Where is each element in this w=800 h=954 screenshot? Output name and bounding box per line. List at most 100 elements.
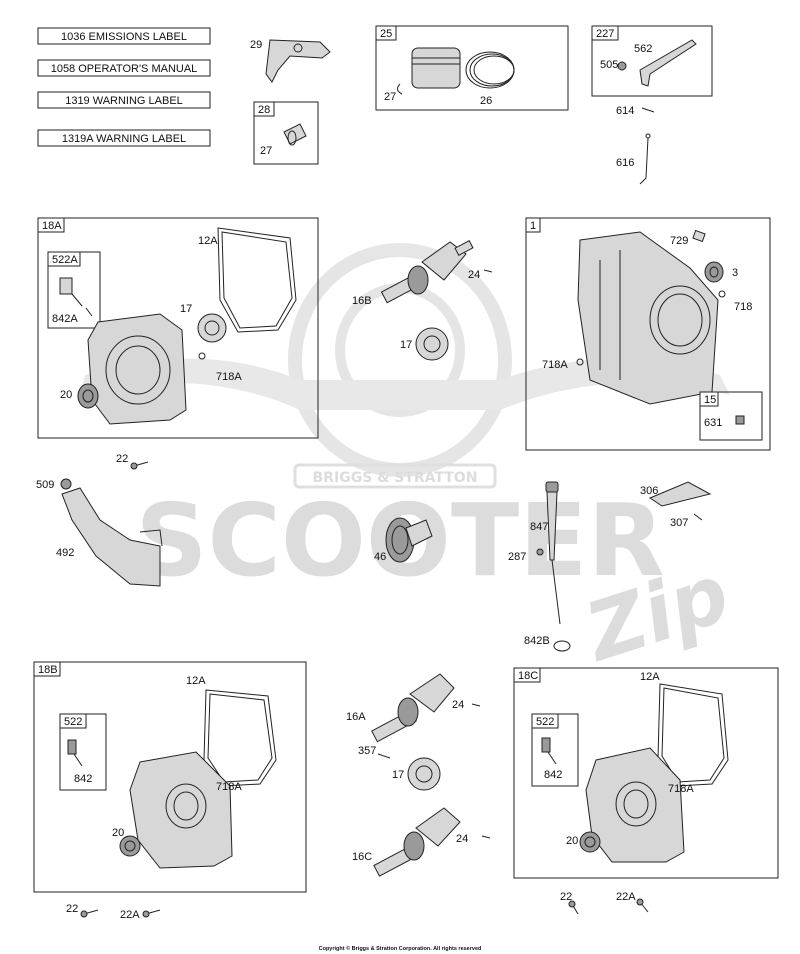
- group-1-tag: 1: [530, 220, 536, 232]
- part-16c-crankshaft: 24 16C: [352, 807, 491, 877]
- callout-718a-18a: 718A: [216, 371, 242, 383]
- callout-718a-cyl: 718A: [542, 359, 568, 371]
- part-616-link: 616: [616, 133, 651, 185]
- group-522b: 522 842: [59, 713, 107, 791]
- callout-17-mid: 17: [400, 339, 412, 351]
- part-22-bolt-br: 22: [560, 891, 579, 915]
- callout-12a-18c: 12A: [640, 671, 660, 683]
- part-16a-crankshaft: 16A 24: [346, 673, 481, 743]
- group-18b: 18B 522 842 12A 718A 20: [33, 661, 307, 893]
- part-17-bearing-low: 17: [392, 757, 441, 791]
- doc-label-1319-text: 1319 WARNING LABEL: [65, 95, 183, 107]
- callout-22-top: 22: [116, 453, 128, 465]
- part-357-key: 357: [358, 745, 391, 759]
- part-492-shroud: 492: [56, 487, 163, 587]
- group-28-pin: 28 27: [253, 101, 319, 165]
- callout-17-18a: 17: [180, 303, 192, 315]
- group-25-piston: 25 27 26: [375, 25, 569, 111]
- callout-27-piston: 27: [384, 91, 396, 103]
- callout-46: 46: [374, 551, 386, 563]
- group-522c-tag: 522: [536, 716, 554, 728]
- group-18a: 18A 522A 842A 12A 17 718A 20: [37, 217, 319, 439]
- group-1-cylinder: 1 729 3 718 718A 15 631: [525, 217, 771, 451]
- callout-614: 614: [616, 105, 634, 117]
- callout-22-bl: 22: [66, 903, 78, 915]
- callout-16a: 16A: [346, 711, 366, 723]
- callout-24-16c: 24: [456, 833, 468, 845]
- group-227-tag: 227: [596, 28, 614, 40]
- group-522c: 522 842: [531, 713, 579, 787]
- callout-509: 509: [36, 479, 54, 491]
- callout-17-low: 17: [392, 769, 404, 781]
- group-25-tag: 25: [380, 28, 392, 40]
- part-287-clip: 287: [508, 548, 544, 563]
- callout-562: 562: [634, 43, 652, 55]
- callout-20-18b: 20: [112, 827, 124, 839]
- group-18c-tag: 18C: [518, 670, 538, 682]
- callout-20-18c: 20: [566, 835, 578, 847]
- callout-29: 29: [250, 39, 262, 51]
- callout-3: 3: [732, 267, 738, 279]
- callout-718: 718: [734, 301, 752, 313]
- part-306-bracket: 306: [640, 481, 712, 507]
- part-307-screw: 307: [670, 513, 703, 529]
- doc-label-1319a: 1319A WARNING LABEL: [37, 129, 211, 147]
- doc-label-1058: 1058 OPERATOR'S MANUAL: [37, 59, 211, 77]
- callout-357: 357: [358, 745, 376, 757]
- callout-505: 505: [600, 59, 618, 71]
- callout-12a-18a: 12A: [198, 235, 218, 247]
- callout-842-18b: 842: [74, 773, 92, 785]
- group-15-tag: 15: [704, 394, 716, 406]
- callout-287: 287: [508, 551, 526, 563]
- callout-306: 306: [640, 485, 658, 497]
- callout-24-16b: 24: [468, 269, 480, 281]
- group-522a-tag: 522A: [52, 254, 78, 266]
- part-46-cam-gear: 46: [374, 517, 433, 563]
- callout-20-18a: 20: [60, 389, 72, 401]
- callout-631: 631: [704, 417, 722, 429]
- part-16b-crankshaft: 16B 24: [352, 240, 493, 307]
- doc-label-1058-text: 1058 OPERATOR'S MANUAL: [51, 63, 198, 75]
- callout-729: 729: [670, 235, 688, 247]
- callout-26: 26: [480, 95, 492, 107]
- group-15: 15 631: [699, 391, 763, 441]
- callout-24-16a: 24: [452, 699, 464, 711]
- part-614-pin: 614: [616, 105, 655, 117]
- callout-718a-18c: 718A: [668, 783, 694, 795]
- callout-718a-18b: 718A: [216, 781, 242, 793]
- group-18b-tag: 18B: [38, 664, 58, 676]
- doc-label-1036-text: 1036 EMISSIONS LABEL: [61, 31, 187, 43]
- part-847-dipstick: 847: [530, 481, 561, 625]
- copyright-text: Copyright © Briggs & Stratton Corporatio…: [319, 945, 482, 952]
- part-22-bolt-bl: 22: [66, 903, 99, 918]
- group-227-lever: 227 562 505: [591, 25, 713, 97]
- doc-label-1319: 1319 WARNING LABEL: [37, 91, 211, 109]
- callout-27-pin: 27: [260, 145, 272, 157]
- callout-12a-18b: 12A: [186, 675, 206, 687]
- part-509-screw: 509: [36, 478, 72, 491]
- callout-842b: 842B: [524, 635, 550, 647]
- callout-22-br: 22: [560, 891, 572, 903]
- callout-307: 307: [670, 517, 688, 529]
- part-17-bearing-mid: 17: [400, 327, 449, 361]
- doc-label-1036: 1036 EMISSIONS LABEL: [37, 27, 211, 45]
- part-842b-oring: 842B: [524, 635, 571, 652]
- callout-847: 847: [530, 521, 548, 533]
- part-22a-bolt-br: 22A: [616, 891, 649, 913]
- part-22a-bolt-bl: 22A: [120, 909, 161, 921]
- doc-label-1319a-text: 1319A WARNING LABEL: [62, 133, 186, 145]
- part-29-rocker: 29: [250, 39, 331, 83]
- group-522a: 522A 842A: [47, 251, 101, 329]
- part-22-bolt-top: 22: [116, 453, 149, 470]
- callout-842a: 842A: [52, 313, 78, 325]
- watermark-brand: BRIGGS & STRATTON: [313, 470, 478, 486]
- group-18c: 18C 522 842 12A 718A 20: [513, 667, 779, 879]
- callout-616: 616: [616, 157, 634, 169]
- group-18a-tag: 18A: [42, 220, 62, 232]
- group-28-tag: 28: [258, 104, 270, 116]
- callout-22a-bl: 22A: [120, 909, 140, 921]
- callout-842-18c: 842: [544, 769, 562, 781]
- callout-16c: 16C: [352, 851, 372, 863]
- callout-16b: 16B: [352, 295, 372, 307]
